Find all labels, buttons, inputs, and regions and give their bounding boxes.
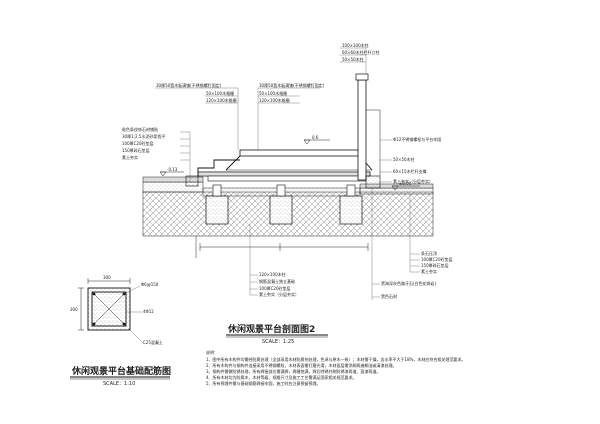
- label-right-1: Φ12不锈钢螺栓与平台牢固: [393, 136, 441, 142]
- label-rl-3: 150厚碎石垫层: [421, 262, 449, 268]
- label-rl-2: 100厚C20砼垫层: [421, 256, 453, 262]
- detail-dim-left: 300: [70, 307, 78, 312]
- label-bottom-4: 素土夯实（分层夯实）: [259, 291, 299, 297]
- note-line-2: 2、所有木构件与钢构件连接采用不锈钢螺栓，木材表面需打磨光滑，木材面层需涂刷两遍…: [206, 362, 397, 368]
- label-left-2: 30厚1:2.5水泥砂浆找平: [122, 133, 165, 139]
- label-top-6: 120×100木格栅: [206, 97, 237, 103]
- label-top-9: 120×100木格栅: [259, 97, 290, 103]
- label-left-1: 粘色条纹饰石材铺贴: [122, 126, 158, 132]
- label-br-2: 黑色石材: [381, 293, 397, 299]
- label-top-2: 60×60木柱栏杆立柱: [342, 49, 380, 55]
- label-rl-1: 条石压顶: [421, 250, 437, 256]
- label-top-7: 30厚50宽木板满铺(不锈钢螺钉固定): [259, 82, 325, 88]
- section-title: 休闲观景平台剖面图2: [227, 323, 315, 335]
- label-bottom-3: 100厚C20砼垫层: [259, 285, 291, 291]
- note-line-1: 1、图中所有木构件均需经防腐处理（全部采用木材防腐剂处理，色泽与原木一致）；木材…: [206, 356, 465, 362]
- label-right-4: 素土夯实（分层夯实）: [393, 178, 433, 184]
- labels-top-left: 30厚50宽木板满铺(不锈钢螺钉固定) 50×100木格栅 120×100木格栅…: [156, 82, 325, 103]
- elevation-zero: ±0.00: [399, 181, 412, 186]
- label-top-3: 50×50木柱: [342, 56, 364, 62]
- gravel-bed-right: [359, 187, 434, 195]
- elevation-left: -0.13: [167, 167, 178, 172]
- note-line-4: 4、所有木材均为防腐木，木材等级、规格尺寸及施工工艺需满足国家相关规范要求。: [206, 374, 357, 380]
- footing-2: [269, 184, 293, 225]
- platform-section-drawing: [142, 73, 434, 258]
- curb-left: [185, 175, 199, 187]
- label-top-1: 100×100木柱: [342, 42, 369, 48]
- label-left-4: 150厚碎石垫层: [122, 147, 150, 153]
- label-bottom-1: 120×100木柱: [259, 271, 286, 277]
- footing-detail: 300 300 Φ6@150 4Φ12 C25混凝土: [70, 275, 163, 345]
- detail-scale: SCALE：1:10: [103, 381, 135, 387]
- detail-title-block: 休闲观景平台基础配筋图 SCALE：1:10: [70, 365, 171, 387]
- footing-1: [205, 184, 229, 225]
- detail-title: 休闲观景平台基础配筋图: [71, 365, 171, 377]
- notes-heading: 说明：: [206, 349, 218, 355]
- label-right-2: 50×50木柱: [393, 156, 415, 162]
- bench-top: [239, 149, 361, 157]
- elevation-marks: 0.6 -0.13 ±0.00: [159, 135, 420, 191]
- detail-rebar-side: 4Φ12: [143, 309, 154, 314]
- labels-right-lower: 条石压顶 100厚C20砼垫层 150厚碎石垫层 素土夯实: [421, 250, 453, 274]
- labels-top-right: 100×100木柱 60×60木柱栏杆立柱 50×50木柱: [342, 42, 380, 62]
- label-rl-4: 素土夯实: [421, 268, 437, 274]
- labels-bottom: 120×100木柱 钢筋混凝土独立基础 100厚C20砼垫层 素土夯实（分层夯实…: [259, 271, 299, 297]
- elevation-deck: 0.6: [312, 135, 319, 140]
- label-right-3: 60×15木栏杆支撑: [393, 168, 427, 174]
- label-top-8: 50×100木格栅: [259, 90, 287, 96]
- notes-block: 说明： 1、图中所有木构件均需经防腐处理（全部采用木材防腐剂处理，色泽与原木一致…: [206, 349, 465, 386]
- curb-right: [365, 175, 381, 189]
- note-line-5: 5、所有预埋件需与基础钢筋焊接牢固，施工时应注意预留预埋。: [206, 380, 321, 386]
- deck-joist: [207, 175, 367, 182]
- paving-left: [142, 176, 204, 183]
- detail-concrete: C25混凝土: [143, 339, 163, 345]
- label-top-4: 30厚50宽木板满铺(不锈钢螺钉固定): [156, 82, 222, 88]
- detail-rebar-top: Φ6@150: [141, 282, 159, 287]
- label-top-5: 50×100木格栅: [206, 90, 234, 96]
- note-line-3: 3、钢构件需做防锈处理，所有焊接部位需满焊，焊缝饱满，焊后除锈并刷防锈漆两道、面…: [206, 368, 381, 374]
- label-left-3: 100厚C20砼垫层: [122, 140, 154, 146]
- section-title-block: 休闲观景平台剖面图2 SCALE：1:25: [226, 323, 328, 345]
- label-bottom-2: 钢筋混凝土独立基础: [259, 278, 295, 284]
- labels-bottom-right: 黑海深灰色路牙石(白色花岗岩) 黑色石材: [381, 280, 437, 299]
- labels-left: 粘色条纹饰石材铺贴 30厚1:2.5水泥砂浆找平 100厚C20砼垫层 150厚…: [122, 126, 165, 160]
- label-left-5: 素土夯实: [122, 154, 138, 160]
- railing-post: [357, 79, 367, 181]
- footing-3: [339, 184, 363, 225]
- section-scale: SCALE：1:25: [262, 339, 294, 345]
- labels-right: Φ12不锈钢螺栓与平台牢固 50×50木柱 60×15木栏杆支撑 素土夯实（分层…: [393, 136, 441, 184]
- detail-dim-top: 300: [103, 275, 111, 280]
- label-br-1: 黑海深灰色路牙石(白色花岗岩): [381, 280, 437, 286]
- leader-lines: [155, 47, 420, 300]
